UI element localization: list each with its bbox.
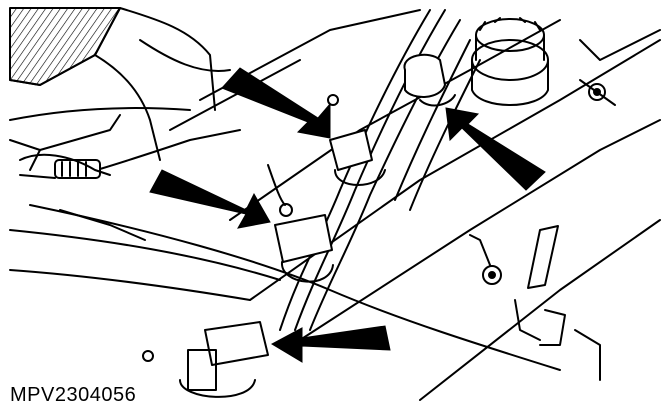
right-bracket [469, 225, 601, 381]
callout-arrow-icon [445, 107, 546, 191]
air-cleaner-housing [9, 7, 231, 171]
left-sensor-connector [19, 129, 241, 179]
ignition-coil-lower [267, 164, 334, 283]
callout-arrow-icon [149, 169, 271, 229]
ignition-coil-bottom [142, 321, 269, 398]
intake-grille [9, 7, 121, 86]
reservoir-cap [471, 17, 549, 106]
bolt-top-right [579, 79, 616, 106]
ignition-coil-middle [327, 94, 386, 186]
callout-arrow-icon [221, 67, 331, 139]
figure-id-label: MPV2304056 [10, 384, 137, 406]
callout-arrows [149, 67, 546, 363]
ignition-coil-top [403, 53, 456, 107]
callout-arrow-icon [270, 325, 391, 363]
body-panels [9, 9, 661, 401]
